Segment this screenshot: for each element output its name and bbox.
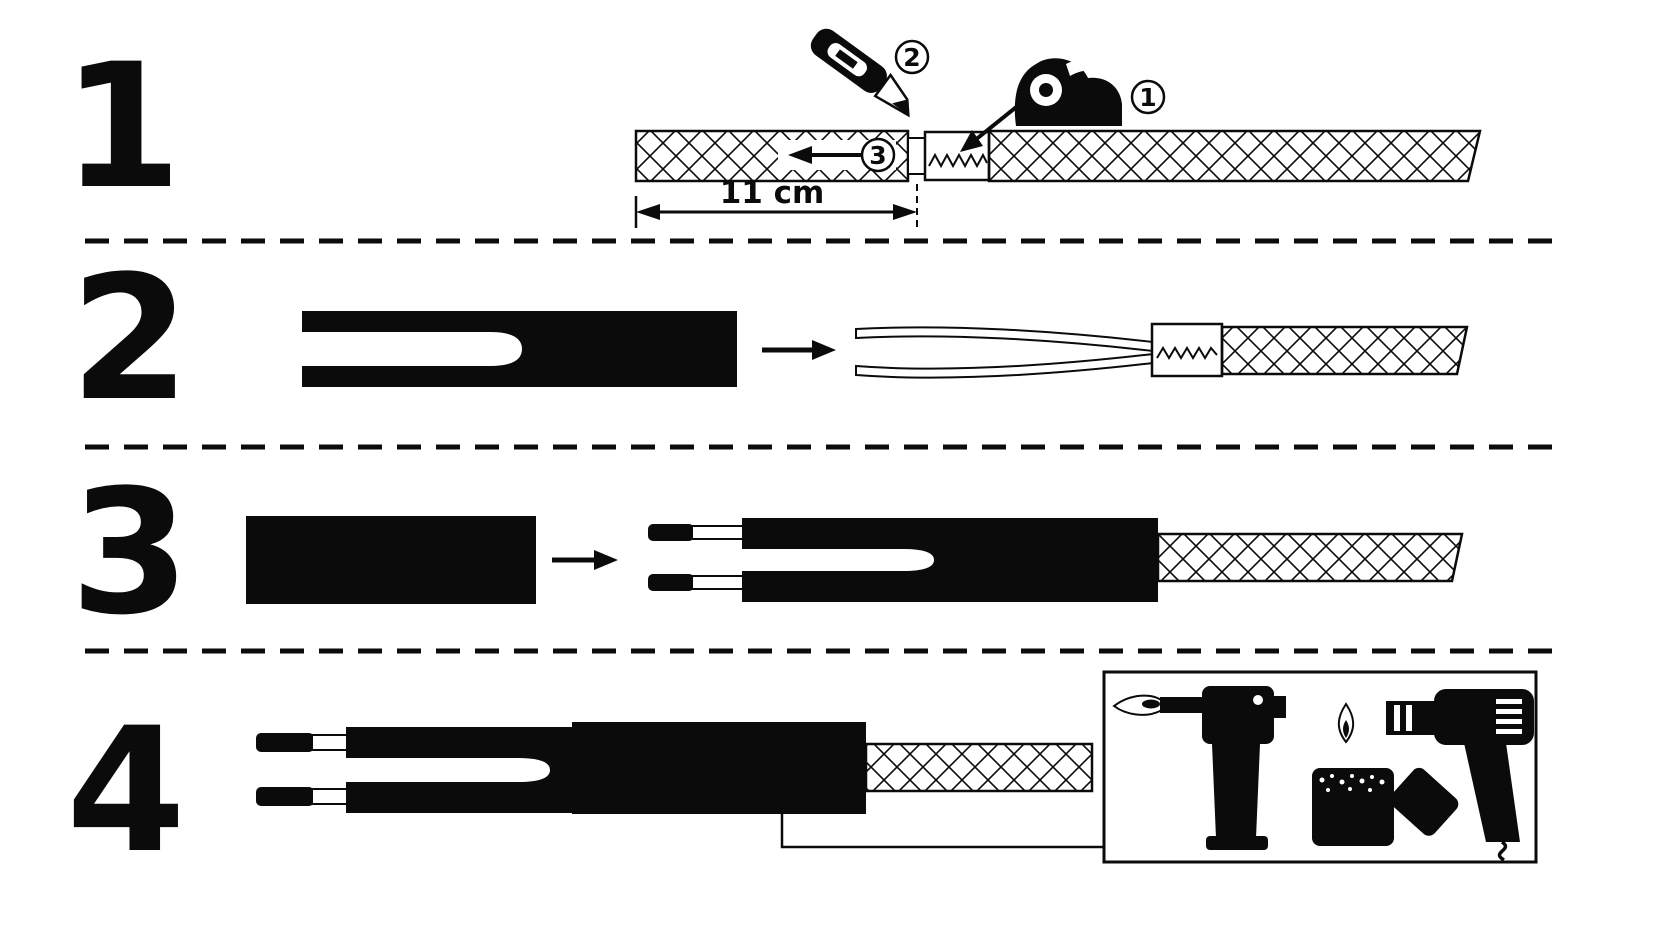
dimension-11cm: 11 cm [634, 175, 918, 230]
leader-line [780, 814, 1104, 849]
heat-tools-box [1102, 670, 1538, 864]
step-4-row: 4 [66, 670, 1538, 891]
step-2-number: 2 [70, 238, 190, 439]
callout-3-label: 3 [869, 141, 886, 170]
finished-assembly [256, 722, 1094, 814]
step-2-row: 2 [70, 238, 1469, 439]
callout-3-badge [860, 137, 896, 173]
braided-cable [1156, 532, 1464, 583]
step-3-row: 3 [70, 452, 1464, 653]
tape-pointer-arrowhead [960, 130, 983, 152]
dimension-label: 11 cm [720, 175, 825, 211]
wire-top [311, 734, 349, 751]
heat-gun-icon [1386, 689, 1534, 862]
braided-cable-right [987, 129, 1482, 183]
step-1-row: 1 3 2 [62, 26, 1482, 230]
wire-bottom [311, 788, 349, 805]
callout-1-label: 1 [1139, 83, 1156, 112]
callout-1-badge [1130, 79, 1166, 115]
utility-knife-icon [810, 28, 910, 118]
wire-top [691, 525, 745, 540]
step-1-number: 1 [62, 26, 182, 227]
y-boot [346, 727, 575, 813]
callout-2-label: 2 [903, 43, 920, 72]
braided-cable [1220, 325, 1469, 376]
cut-gap-piece [907, 137, 926, 175]
step-3-number: 3 [70, 452, 190, 653]
y-boot [302, 311, 737, 387]
wire-tip-bottom [256, 787, 314, 806]
taped-sleeve [1150, 322, 1224, 378]
arrow-right-icon [762, 340, 836, 360]
gas-torch-icon [1112, 686, 1286, 850]
step-4-number: 4 [66, 690, 186, 891]
heat-shrink-installed [572, 722, 866, 814]
arrow-left-icon [788, 146, 812, 164]
conductor-bottom [855, 352, 1154, 379]
tape-pointer-line [972, 94, 1032, 143]
wire-bottom [691, 575, 745, 590]
assembled-cable [648, 518, 1464, 602]
wire-tip-top [648, 524, 694, 541]
lighter-icon [1312, 702, 1459, 846]
heat-shrink-tube [246, 516, 536, 604]
conductor-top [855, 326, 1154, 353]
wire-tip-top [256, 733, 314, 752]
braided-cable [864, 742, 1094, 793]
arrow-right-icon [552, 550, 618, 570]
y-boot [742, 518, 1158, 602]
tape-dispenser-icon [1014, 58, 1122, 126]
pull-back-arrow: 3 [778, 137, 896, 173]
wire-tip-bottom [648, 574, 694, 591]
callout-2-badge [894, 39, 930, 75]
